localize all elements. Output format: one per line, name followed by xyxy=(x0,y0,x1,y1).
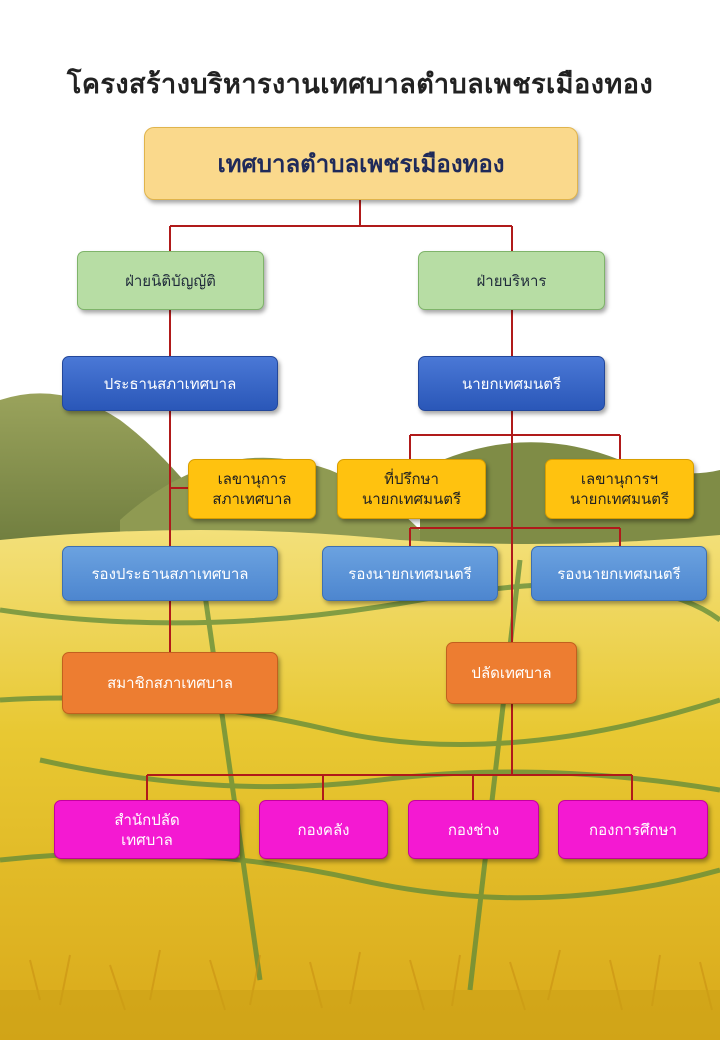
legislative-branch-node: ฝ่ายนิติบัญญัติ xyxy=(77,251,264,310)
root-node-municipality: เทศบาลตำบลเพชรเมืองทอง xyxy=(144,127,578,200)
division-finance-node: กองคลัง xyxy=(259,800,388,859)
mayor-secretary-node: เลขานุการฯ นายกเทศมนตรี xyxy=(545,459,694,519)
deputy-mayor-node-1: รองนายกเทศมนตรี xyxy=(322,546,498,601)
executive-branch-node: ฝ่ายบริหาร xyxy=(418,251,605,310)
page-title: โครงสร้างบริหารงานเทศบาลตำบลเพชรเมืองทอง xyxy=(66,69,654,100)
division-clerk-office-node: สำนักปลัด เทศบาล xyxy=(54,800,240,859)
council-members-node: สมาชิกสภาเทศบาล xyxy=(62,652,278,714)
council-chairman-node: ประธานสภาเทศบาล xyxy=(62,356,278,411)
mayor-advisor-node: ที่ปรึกษา นายกเทศมนตรี xyxy=(337,459,486,519)
division-education-node: กองการศึกษา xyxy=(558,800,708,859)
mayor-node: นายกเทศมนตรี xyxy=(418,356,605,411)
vice-chairman-node: รองประธานสภาเทศบาล xyxy=(62,546,278,601)
deputy-mayor-node-2: รองนายกเทศมนตรี xyxy=(531,546,707,601)
municipal-clerk-node: ปลัดเทศบาล xyxy=(446,642,577,704)
division-engineering-node: กองช่าง xyxy=(408,800,539,859)
council-secretary-node: เลขานุการ สภาเทศบาล xyxy=(188,459,316,519)
